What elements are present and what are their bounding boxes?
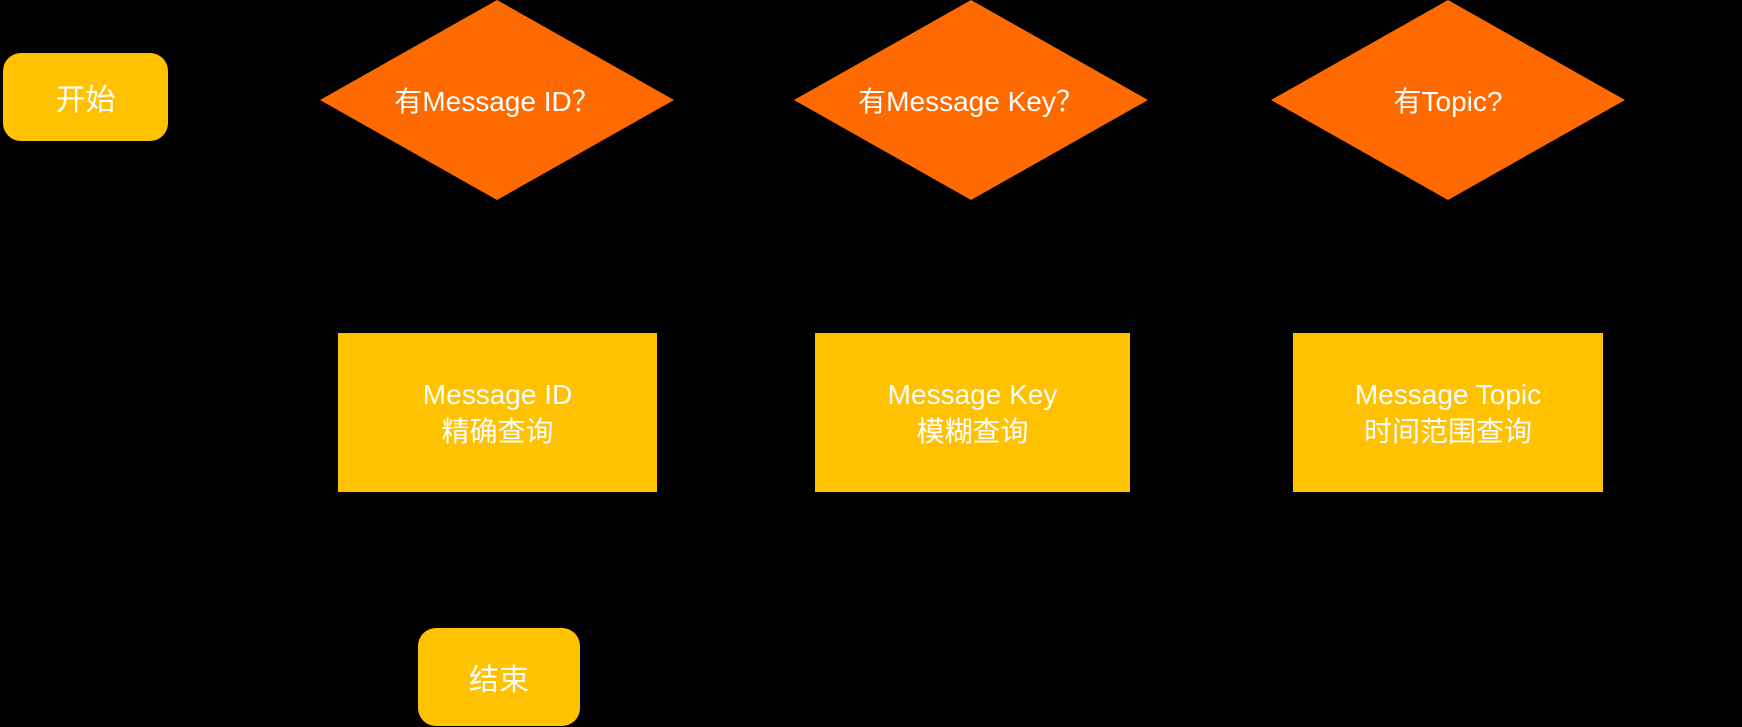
process-message-topic-time-range-query-line1: Message Topic xyxy=(1354,378,1542,410)
decision-has-message-id: 有Message ID？ xyxy=(320,0,674,200)
process-message-topic-time-range-query: Message Topic 时间范围查询 xyxy=(1293,333,1603,492)
process-message-key-fuzzy-query-line1: Message Key xyxy=(887,378,1058,410)
decision-has-topic: 有Topic? xyxy=(1271,0,1625,200)
process-message-topic-time-range-query-line2: 时间范围查询 xyxy=(1363,415,1532,447)
process-message-id-exact-query-line2: 精确查询 xyxy=(441,415,554,447)
end-node-label: 结束 xyxy=(469,664,529,697)
process-message-key-fuzzy-query: Message Key 模糊查询 xyxy=(815,333,1130,492)
decision-has-topic-label: 有Topic? xyxy=(1393,86,1503,117)
start-node: 开始 xyxy=(3,53,168,141)
process-message-id-exact-query: Message ID 精确查询 xyxy=(338,333,657,492)
decision-has-message-key: 有Message Key？ xyxy=(794,0,1148,200)
end-node: 结束 xyxy=(418,628,580,726)
decision-has-message-key-label: 有Message Key？ xyxy=(858,86,1084,117)
decision-has-message-id-label: 有Message ID？ xyxy=(394,86,600,117)
start-node-label: 开始 xyxy=(55,84,116,117)
process-message-key-fuzzy-query-line2: 模糊查询 xyxy=(916,415,1029,447)
process-message-id-exact-query-line1: Message ID xyxy=(422,378,573,410)
